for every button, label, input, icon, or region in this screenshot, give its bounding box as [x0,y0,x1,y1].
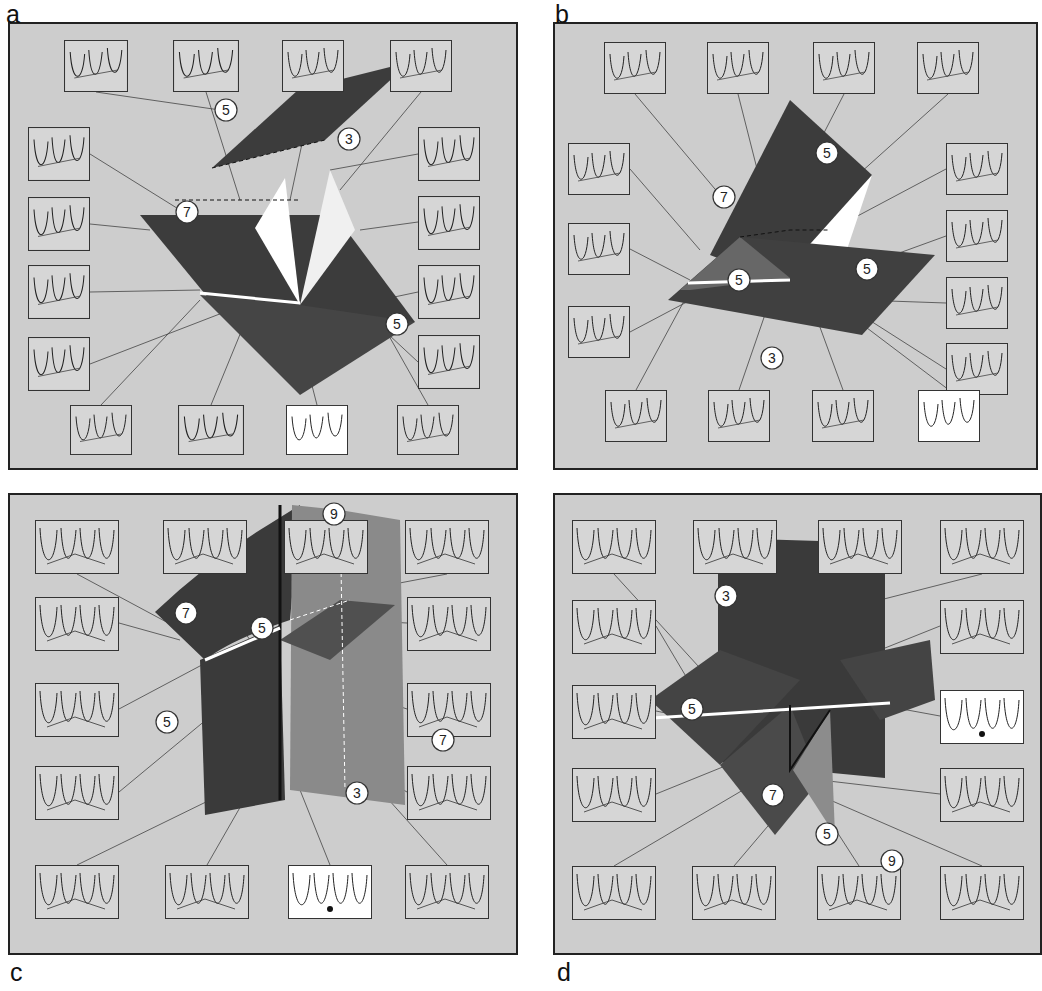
callout-number-text: 3 [337,127,361,151]
callout-number-text: 3 [345,781,369,805]
callout-number-text: 5 [815,822,839,846]
callout-number: 5 [155,710,179,734]
callout-number-text: 5 [680,697,704,721]
callout-number-text: 5 [385,312,409,336]
callout-number: 5 [815,822,839,846]
callout-number: 7 [761,783,785,807]
callout-number-text: 7 [431,728,455,752]
callout-number-text: 7 [174,601,198,625]
panel-letter: d [557,960,571,985]
callout-number: 5 [214,98,238,122]
figure-panel: c975573 [8,493,518,955]
figure-panel: b57553 [553,22,1038,470]
callout-number-text: 5 [155,710,179,734]
figure-panel: d35759 [553,493,1042,955]
callout-number-text: 5 [855,257,879,281]
callout-number-text: 7 [761,783,785,807]
figure-panel: a5735 [8,22,518,470]
callout-number-text: 7 [712,185,736,209]
callout-number: 5 [815,141,839,165]
callout-number: 3 [337,127,361,151]
callout-number: 5 [855,257,879,281]
callout-number: 5 [250,616,274,640]
callout-number: 7 [175,200,199,224]
callout-number-text: 3 [760,346,784,370]
callout-number: 7 [712,185,736,209]
callout-number-text: 5 [727,268,751,292]
callout-number: 5 [680,697,704,721]
callout-number-text: 3 [714,584,738,608]
callout-number-text: 9 [880,849,904,873]
callout-number-text: 5 [815,141,839,165]
callout-number: 5 [727,268,751,292]
callout-number-text: 7 [175,200,199,224]
callout-number: 5 [385,312,409,336]
callout-number: 3 [760,346,784,370]
callout-number: 7 [174,601,198,625]
callout-number: 3 [714,584,738,608]
panel-letter: a [6,2,20,27]
callout-number-text: 5 [250,616,274,640]
callout-number: 9 [880,849,904,873]
callout-number: 7 [431,728,455,752]
callout-number: 3 [345,781,369,805]
callout-number-text: 5 [214,98,238,122]
panel-letter: c [10,960,23,985]
callout-number: 9 [322,502,346,526]
panel-letter: b [555,2,569,27]
callout-number-text: 9 [322,502,346,526]
